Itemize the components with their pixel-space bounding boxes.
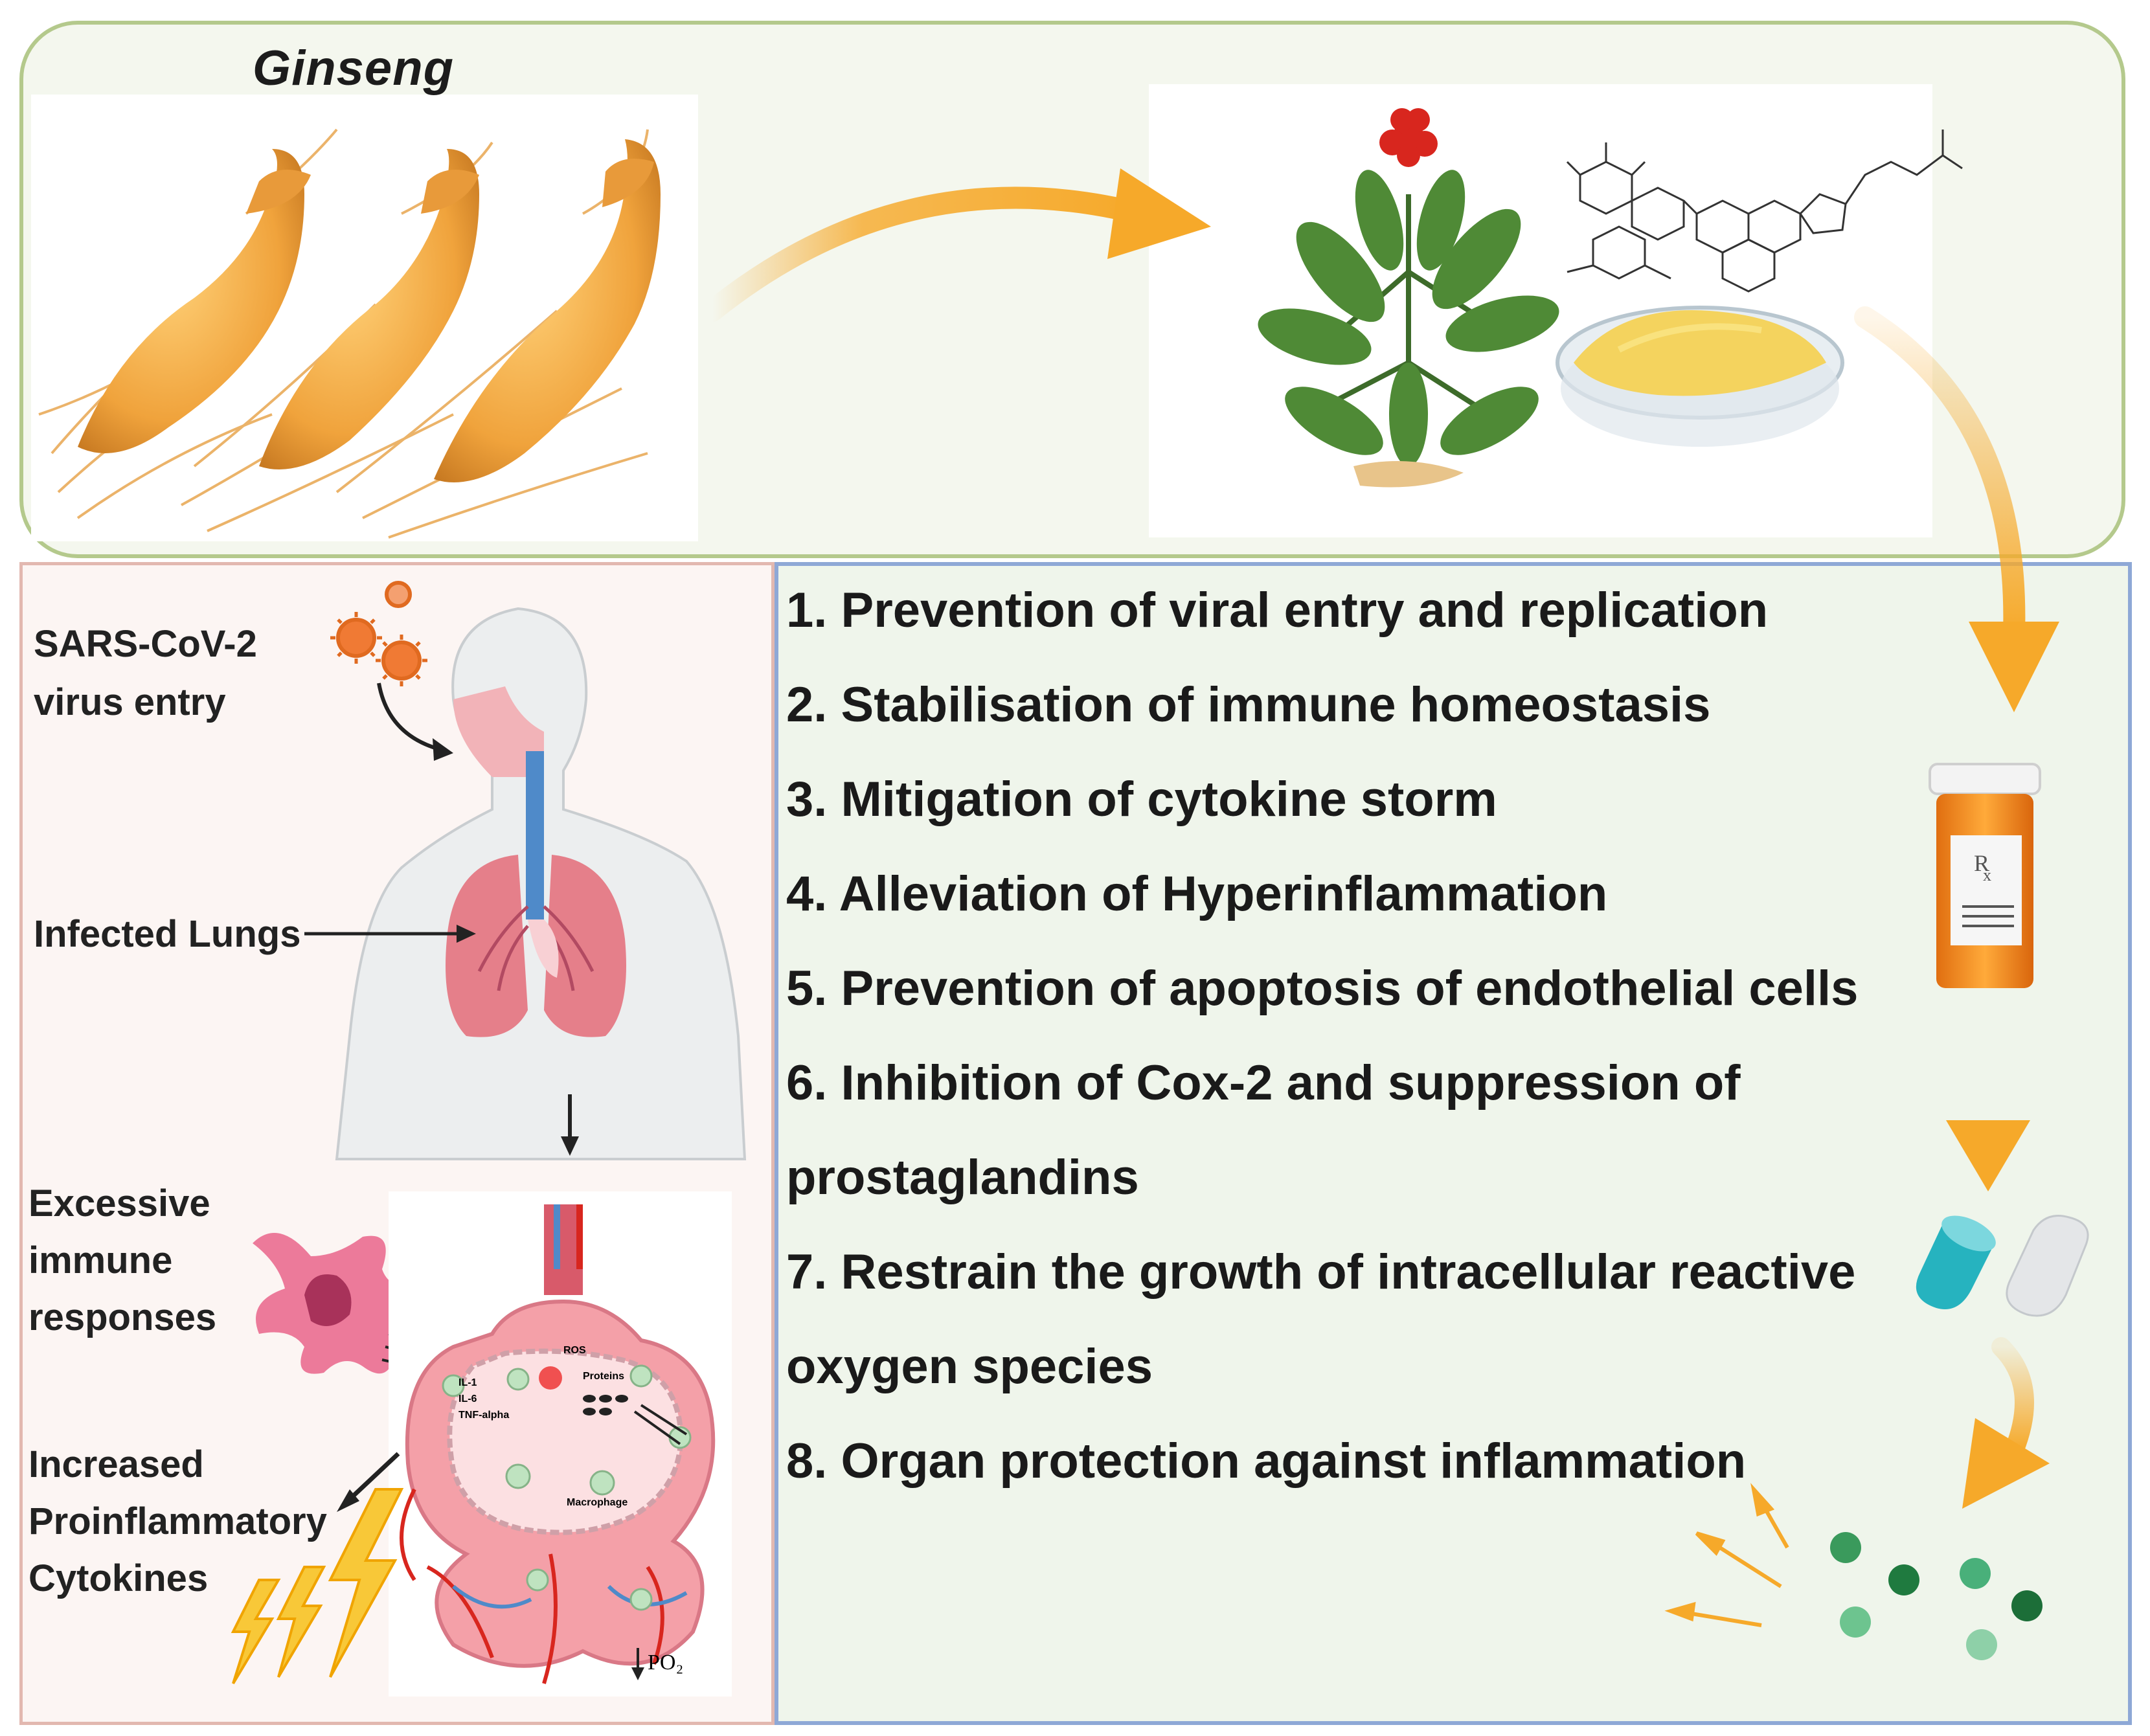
cytokines-line-3: Cytokines: [28, 1557, 209, 1599]
proteins-label: Proteins: [583, 1371, 624, 1382]
macrophage-label: Macrophage: [567, 1497, 628, 1508]
immune-line-2: immune: [28, 1239, 173, 1281]
ginseng-title: Ginseng: [253, 41, 455, 96]
il6-label: IL-6: [458, 1393, 477, 1404]
po2-label: PO₂: [648, 1651, 683, 1674]
ros-label: ROS: [563, 1345, 586, 1356]
cytokines-line-1: Increased: [28, 1443, 204, 1485]
pill-bottle-icon: R x: [1929, 763, 2041, 988]
immune-line-3: responses: [28, 1296, 217, 1338]
effect-4: 4. Alleviation of Hyperinflammation: [786, 866, 1608, 921]
effects-list: 1. Prevention of viral entry and replica…: [786, 581, 1858, 1527]
immune-line-1: Excessive: [28, 1182, 210, 1224]
effect-1: 1. Prevention of viral entry and replica…: [786, 583, 1769, 638]
powder-dish-icon: [1556, 306, 1844, 447]
infected-lungs-label: Infected Lungs: [34, 913, 301, 955]
effect-6: 6. Inhibition of Cox-2 and suppression o…: [786, 1055, 1741, 1110]
molecule-icon: [1566, 130, 1963, 293]
pills-icon: [1830, 1532, 2042, 1660]
virus-entry-line-2: virus entry: [34, 681, 226, 723]
macrophage-icon: [253, 1233, 427, 1374]
svg-text:R: R: [1974, 850, 1989, 876]
virus-icon: [330, 581, 427, 686]
effect-2: 2. Stabilisation of immune homeostasis: [786, 677, 1711, 732]
il1-label: IL-1: [458, 1377, 477, 1388]
effect-3: 3. Mitigation of cytokine storm: [786, 772, 1497, 827]
svg-text:x: x: [1983, 866, 1991, 885]
effect-7-cont: oxygen species: [786, 1339, 1153, 1394]
ginseng-root-icon: [38, 128, 661, 539]
effect-7: 7. Restrain the growth of intracellular …: [786, 1245, 1856, 1300]
effect-6-cont: prostaglandins: [786, 1150, 1139, 1205]
alveolus-icon: [389, 1191, 732, 1697]
immune-response-label: Excessive immune responses: [28, 1175, 216, 1346]
cytokines-label: Increased Proinflammatory Cytokines: [28, 1436, 327, 1607]
cytokines-line-2: Proinflammatory: [28, 1500, 327, 1542]
effects-panel: [775, 562, 2132, 1725]
effect-8: 8. Organ protection against inflammation: [786, 1434, 1747, 1489]
capsule-icon: [1916, 1215, 2089, 1317]
virus-entry-line-1: SARS-CoV-2: [34, 623, 257, 665]
lightning-icon: [231, 1488, 404, 1685]
ginseng-plant-icon: [1258, 108, 1559, 488]
virus-entry-label: SARS-CoV-2 virus entry: [34, 615, 257, 732]
lungs-icon: [446, 751, 626, 1037]
tnf-label: TNF-alpha: [458, 1410, 509, 1421]
effect-5: 5. Prevention of apoptosis of endothelia…: [786, 961, 1859, 1016]
